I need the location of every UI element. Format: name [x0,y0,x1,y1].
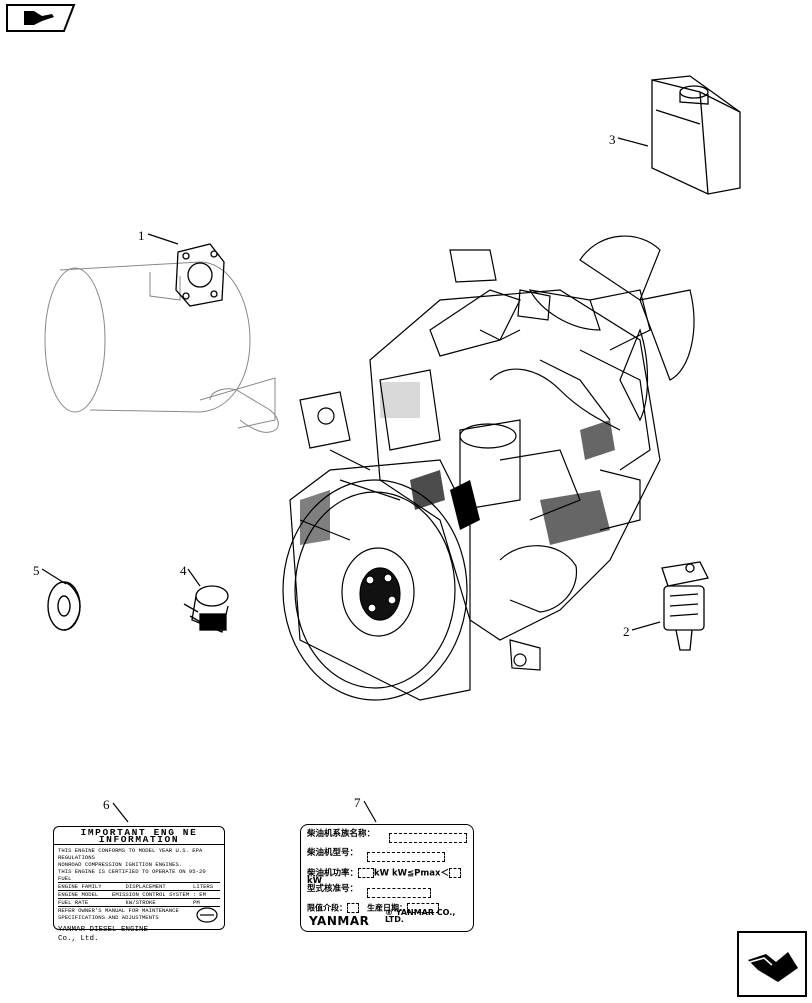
emission-label-cell: kW/STROKE [125,899,156,906]
emission-label-row: ENGINE FAMILY DISPLACEMENT LITERS [58,882,220,890]
sensor [183,585,229,633]
china-label-date: 生産日期： [367,903,407,913]
china-label-field [367,888,431,898]
china-label-row2: 柴油机型号： [307,848,359,858]
china-label-row5: 限值介段： 生産日期： [307,903,439,913]
callout-6: 6 [103,797,110,812]
emission-label-row: ENGINE MODEL EMISSION CONTROL SYSTEM : E… [58,890,220,898]
china-label-stage: 限值介段： [307,903,347,913]
china-label: 柴油机系族名称： 柴油机型号： 柴油机功率：kW kW≦Pmax＜kW 型式核准… [300,824,474,932]
yanmar-brand: YANMAR [309,914,370,928]
emission-label-maker-line2: Co., Ltd. [58,935,99,943]
china-label-row1: 柴油机系族名称： [307,829,376,839]
china-label-power-unit: kW [374,868,390,879]
fuel-filter [661,561,709,651]
gasket [175,243,225,307]
emission-label-cell: EMISSION CONTROL SYSTEM : EM [112,891,206,898]
washer [47,581,81,631]
emission-label-title: IMPORTANT ENG NE INFORMATION [54,827,224,845]
emission-label-cell: ENGINE MODEL [58,891,99,898]
yanmar-logo-icon [196,907,218,923]
callout-7: 7 [354,795,361,810]
callout-4: 4 [180,563,187,578]
china-label-row4: 型式核准号： [307,884,359,894]
emission-label-maker-line1: YANMAR DIESEL ENGINE [58,926,149,934]
emission-label-cell: DISPLACEMENT [125,883,166,890]
callout-2: 2 [623,624,630,639]
emission-label-maintenance: REFER OWNER'S MANUAL FOR MAINTENANCE SPE… [58,907,179,921]
china-label-field [389,833,467,843]
back-button[interactable] [4,3,76,33]
emission-label-row: FUEL RATE kW/STROKE PM [58,898,220,907]
emission-label-cell: FUEL RATE [58,899,89,906]
emission-label-line: THIS ENGINE IS CERTIFIED TO OPERATE ON 9… [58,868,206,882]
emission-label-line: THIS ENGINE CONFORMS TO MODEL YEAR U.S. … [58,847,203,861]
china-label-field [367,852,445,862]
emission-label-cell: PM [193,899,200,906]
engine-assembly [282,235,695,701]
china-label-power-range: kW≦Pmax＜ [392,868,449,879]
china-label-power-unit2: kW [307,876,323,886]
emission-label-line: NONROAD COMPRESSION IGNITION ENGINES. [58,861,183,868]
china-label-power-label: 柴油机功率： [307,868,359,879]
china-label-maker: ® YANMAR CO., LTD. [385,908,456,924]
china-label-row3: 柴油机功率：kW kW≦Pmax＜kW [307,868,473,885]
callout-5: 5 [33,563,40,578]
back-arrow-icon [6,4,76,32]
emission-label: IMPORTANT ENG NE INFORMATION THIS ENGINE… [53,826,225,943]
emission-label-cell: ENGINE FAMILY [58,883,102,890]
forward-button[interactable] [736,930,808,998]
muffler [44,261,279,433]
emission-label-cell: LITERS [193,883,214,890]
reservoir [651,75,741,195]
forward-arrow-icon [737,931,807,997]
callout-1: 1 [138,228,145,243]
callout-3: 3 [609,132,616,147]
